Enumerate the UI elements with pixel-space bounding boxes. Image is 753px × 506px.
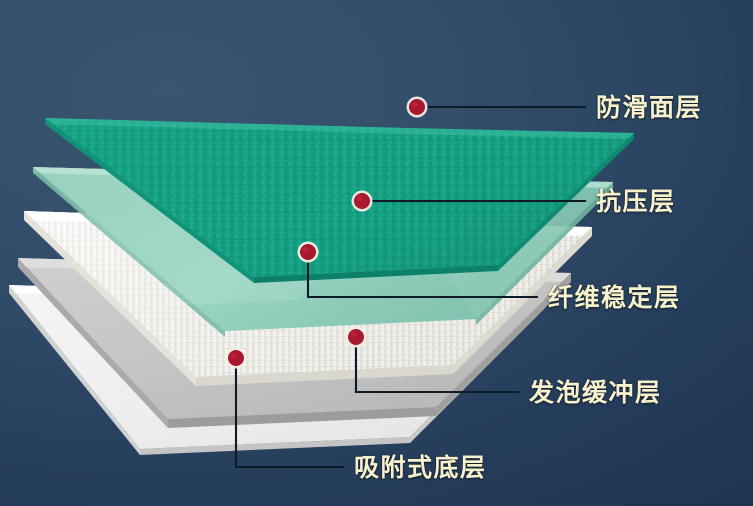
- marker-fiber-stabilizing[interactable]: [297, 241, 319, 263]
- marker-compression-resistant[interactable]: [351, 190, 373, 212]
- layer-label-compression-resistant: 抗压层: [596, 187, 676, 216]
- marker-anti-slip-surface[interactable]: [406, 96, 428, 118]
- layer-label-foam-cushion: 发泡缓冲层: [529, 378, 662, 407]
- leader-line-foam-cushion: [354, 335, 520, 394]
- leader-line-adsorption-base: [234, 356, 345, 469]
- layer-markers: [225, 96, 428, 369]
- leader-lines: [234, 105, 587, 469]
- leader-line-fiber-stabilizing: [306, 250, 539, 299]
- layer-label-fiber-stabilizing: 纤维稳定层: [548, 283, 681, 312]
- marker-foam-cushion[interactable]: [345, 326, 367, 348]
- layer-label-anti-slip-surface: 防滑面层: [596, 93, 703, 122]
- layer-anti-slip-surface: [45, 118, 634, 283]
- marker-adsorption-base[interactable]: [225, 347, 247, 369]
- layer-label-adsorption-base: 吸附式底层: [354, 453, 487, 482]
